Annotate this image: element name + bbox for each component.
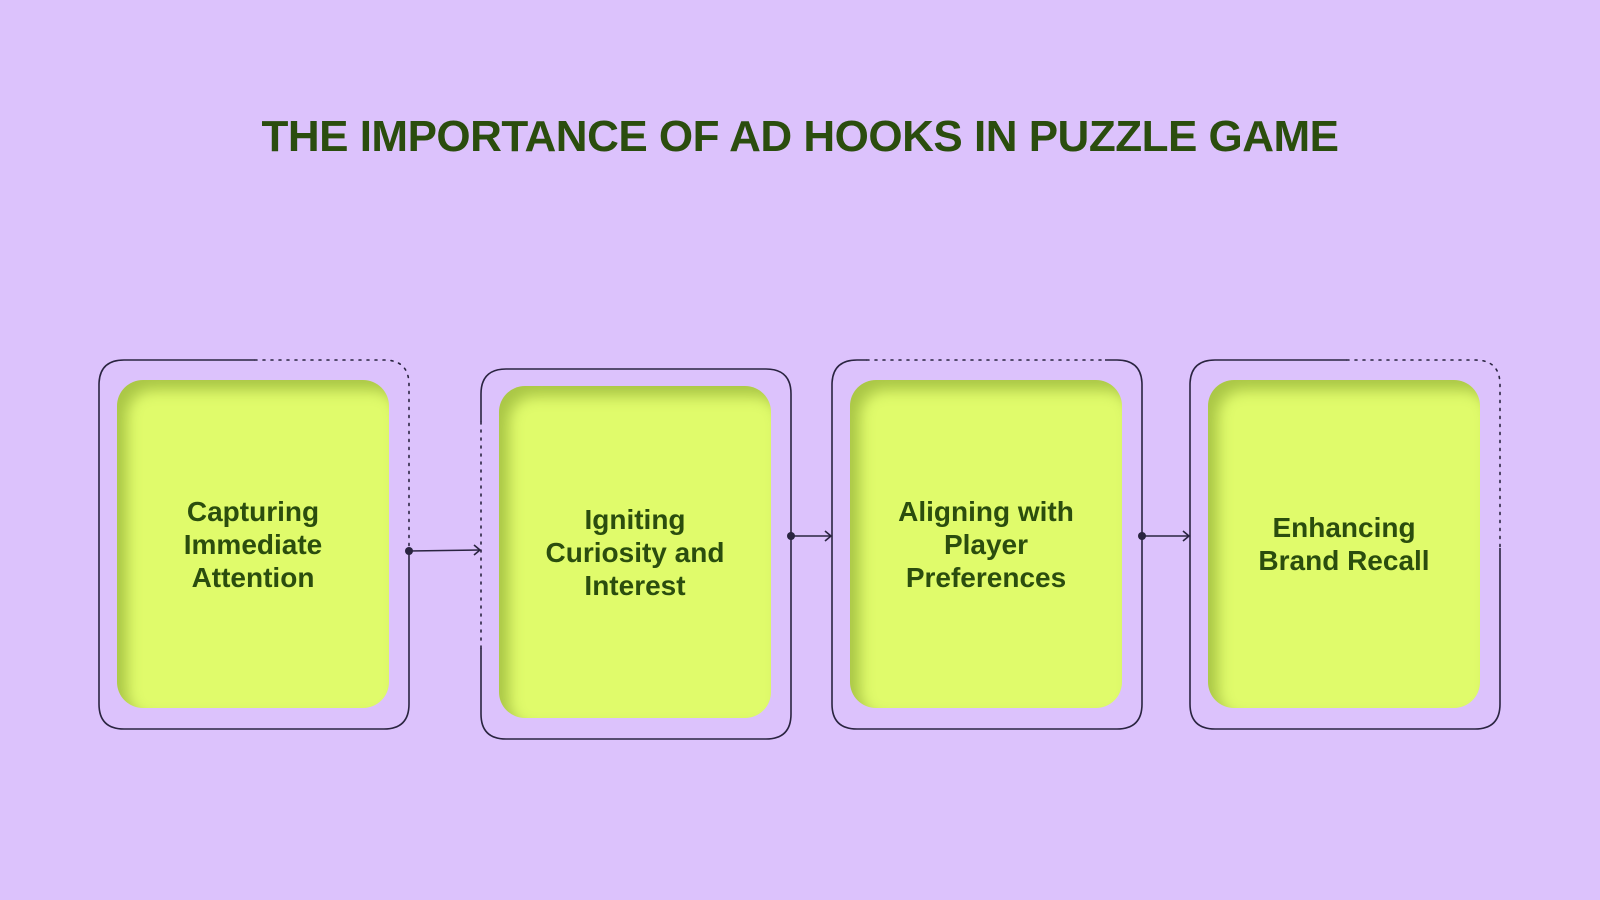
step-4-label: Enhancing Brand Recall [1258,512,1430,576]
step-4-panel: Enhancing Brand Recall [1208,380,1480,708]
step-3-frame [831,359,1143,730]
step-3-label: Aligning with Player Preferences [898,495,1074,593]
diagram-title: THE IMPORTANCE OF AD HOOKS IN PUZZLE GAM… [261,112,1339,161]
arrow-1-dot [405,547,413,555]
step-1-frame-dotted [254,359,410,549]
step-2-label: Igniting Curiosity and Interest [545,503,725,601]
step-3-panel: Aligning with Player Preferences [850,380,1122,708]
arrow-3-dot [1138,532,1146,540]
step-1-label: Capturing Immediate Attention [183,495,323,593]
step-3-card: Aligning with Player Preferences [832,358,1142,726]
arrow-3-to-4-head [1182,530,1191,542]
step-1-card: Capturing Immediate Attention [99,358,409,726]
step-4-card: Enhancing Brand Recall [1190,358,1500,726]
step-1-panel: Capturing Immediate Attention [117,380,389,708]
step-2-frame [480,368,792,740]
step-2-card: Igniting Curiosity and Interest [481,368,791,736]
arrow-2-to-3-head [824,530,833,542]
step-2-panel: Igniting Curiosity and Interest [499,386,771,718]
arrow-1-to-2 [408,549,481,552]
arrow-2-dot [787,532,795,540]
step-4-frame [1189,359,1501,730]
step-1-frame [98,359,410,730]
arrow-1-to-2-head [473,544,482,556]
step-4-frame-dotted [1346,359,1501,549]
